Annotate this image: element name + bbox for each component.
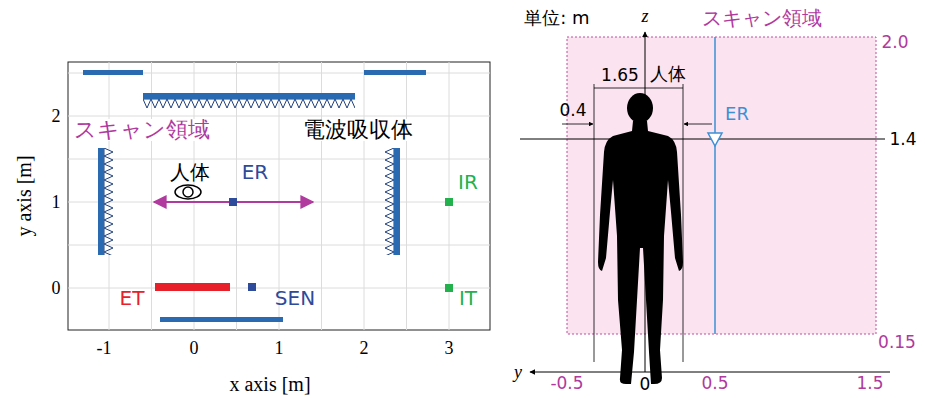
absorber-label: 電波吸収体: [301, 119, 415, 141]
sensor-label: SEN: [275, 288, 315, 308]
tick-label: 3: [445, 339, 454, 357]
tick-label: 1: [52, 193, 61, 211]
antenna-label: IT: [459, 288, 477, 308]
grid-line: [68, 159, 490, 160]
dimension-label: 1.4: [889, 131, 916, 148]
grid-line: [68, 116, 490, 117]
grid-line: [406, 62, 407, 330]
tick-label: -1: [97, 339, 112, 357]
antenna-label: IR: [458, 172, 478, 192]
axis-title: y axis [m]: [14, 155, 34, 236]
tick-label: 1: [275, 339, 284, 357]
human-label: 人体: [650, 65, 686, 83]
region-label: スキャン領域: [702, 8, 822, 28]
tick-label: 1.5: [856, 375, 883, 392]
dimension-label: 0.4: [559, 102, 586, 119]
tick-label: 0.5: [701, 375, 728, 392]
tick-label: 0: [190, 339, 199, 357]
unit-label: 単位: m: [524, 9, 589, 27]
antenna-label: ER: [725, 105, 749, 123]
dimension-label: 1.65: [601, 67, 639, 84]
antenna-label: ET: [120, 288, 145, 308]
dimension-label: 0.15: [878, 334, 916, 351]
region-label: スキャン領域: [72, 119, 212, 141]
grid-line: [68, 202, 490, 203]
human-label: 人体: [170, 162, 210, 182]
tick-label: 2: [360, 339, 369, 357]
axis-name: y: [514, 363, 522, 381]
tick-label: 0: [640, 376, 651, 393]
tick-label: 2: [52, 107, 61, 125]
tick-label: -0.5: [550, 375, 583, 392]
dimension-label: 2.0: [881, 34, 908, 51]
grid-line: [364, 62, 365, 330]
antenna-label: ER: [242, 162, 269, 182]
axis-name: z: [641, 7, 648, 25]
tick-label: 0: [52, 279, 61, 297]
axis-title: x axis [m]: [229, 374, 310, 394]
grid-line: [68, 245, 490, 246]
